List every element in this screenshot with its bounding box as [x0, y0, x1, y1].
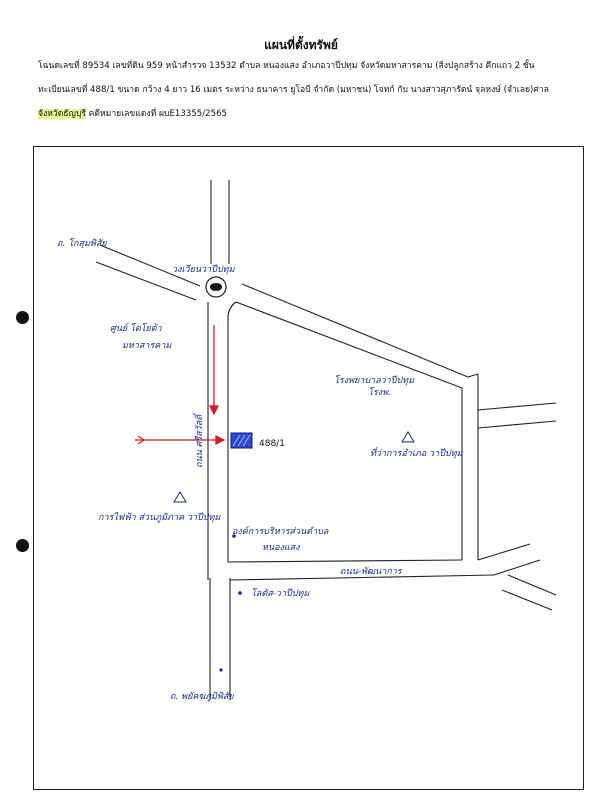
label-phayakkhaphum: ถ. พยัคฆภูมิพิสัย	[170, 691, 234, 702]
road-bottom-upper	[227, 559, 463, 563]
label-circle: วงเวียนวาปีปทุม	[172, 264, 235, 275]
corner-curve	[227, 301, 237, 317]
roundabout-center	[210, 283, 222, 291]
lotus-dot	[238, 591, 242, 595]
label-office: ที่ว่าการอำเภอ วาปีปทุม	[370, 446, 464, 459]
road-lines	[95, 180, 557, 700]
header-line-3: จังหวัดธัญบุรี คดีหมายเลขแดงที่ ผบE13355…	[38, 108, 578, 120]
red-arrowhead-right	[215, 434, 226, 446]
road-diag-upper-west	[99, 244, 201, 287]
office-icon	[401, 431, 415, 443]
label-hospital: โรงพยาบาลวาปีปทุม	[334, 374, 415, 386]
page-title: แผนที่ตั้งทรัพย์	[264, 38, 338, 52]
property-hatch	[232, 434, 251, 447]
road-bottom-branch-upper	[477, 543, 531, 561]
landmark-icons	[173, 431, 415, 503]
road-diag-upper-east	[241, 283, 469, 378]
road-se-1	[507, 574, 557, 596]
side-road-upper-2	[477, 420, 557, 429]
route-arrows	[135, 325, 226, 446]
electric-icon	[173, 491, 187, 503]
court-highlight: จังหวัดธัญบุรี	[38, 109, 86, 119]
side-road-upper-1	[477, 402, 557, 411]
red-arrowhead-down	[208, 405, 220, 416]
label-tambon-1: องค์การบริหารส่วนตำบล	[232, 526, 329, 537]
label-electric: การไฟฟ้า ส่วนภูมิภาค วาปีปทุม	[98, 511, 221, 523]
road-bottom-branch-lower	[493, 559, 541, 576]
road-diag-lower-west	[95, 261, 197, 301]
label-lotus: โลตัส-วาปีปทุม	[251, 587, 310, 599]
punch-hole-top	[16, 311, 29, 324]
road-east-stub	[467, 373, 479, 378]
label-bank-road: ถนน-พัฒนาการ	[340, 566, 403, 577]
label-tambon-2: หนองแสง	[262, 543, 300, 553]
header-line-1: โฉนดเลขที่ 89534 เลขที่ดิน 959 หน้าสำรวจ…	[38, 61, 535, 71]
header-line-2: ทะเบียนเลขที่ 488/1 ขนาด กว้าง 4 ยาว 16 …	[38, 85, 549, 95]
label-road-side: ถนน ศรีสวัสดิ์	[192, 411, 205, 468]
road-bottom-lower	[229, 574, 495, 581]
map-frame	[33, 146, 584, 790]
label-toyota-2: มหาสารคาม	[122, 341, 172, 351]
label-lot: 488/1	[259, 439, 285, 449]
road-se-2	[501, 589, 553, 611]
tambon-dot	[232, 534, 236, 538]
punch-hole-bottom	[16, 539, 29, 552]
red-arrow-feather	[137, 435, 146, 445]
landmark-dots	[219, 534, 242, 672]
label-hospital-short: โรงพ.	[368, 386, 391, 398]
road-diag-lower-east	[235, 301, 463, 389]
label-kosum: ถ. โกสุมพิสัย	[57, 237, 107, 249]
label-toyota-1: ศูนย์ โตโยต้า	[110, 322, 163, 334]
south-dot	[219, 668, 223, 672]
case-number: คดีหมายเลขแดงที่ ผบE13355/2565	[85, 109, 228, 119]
